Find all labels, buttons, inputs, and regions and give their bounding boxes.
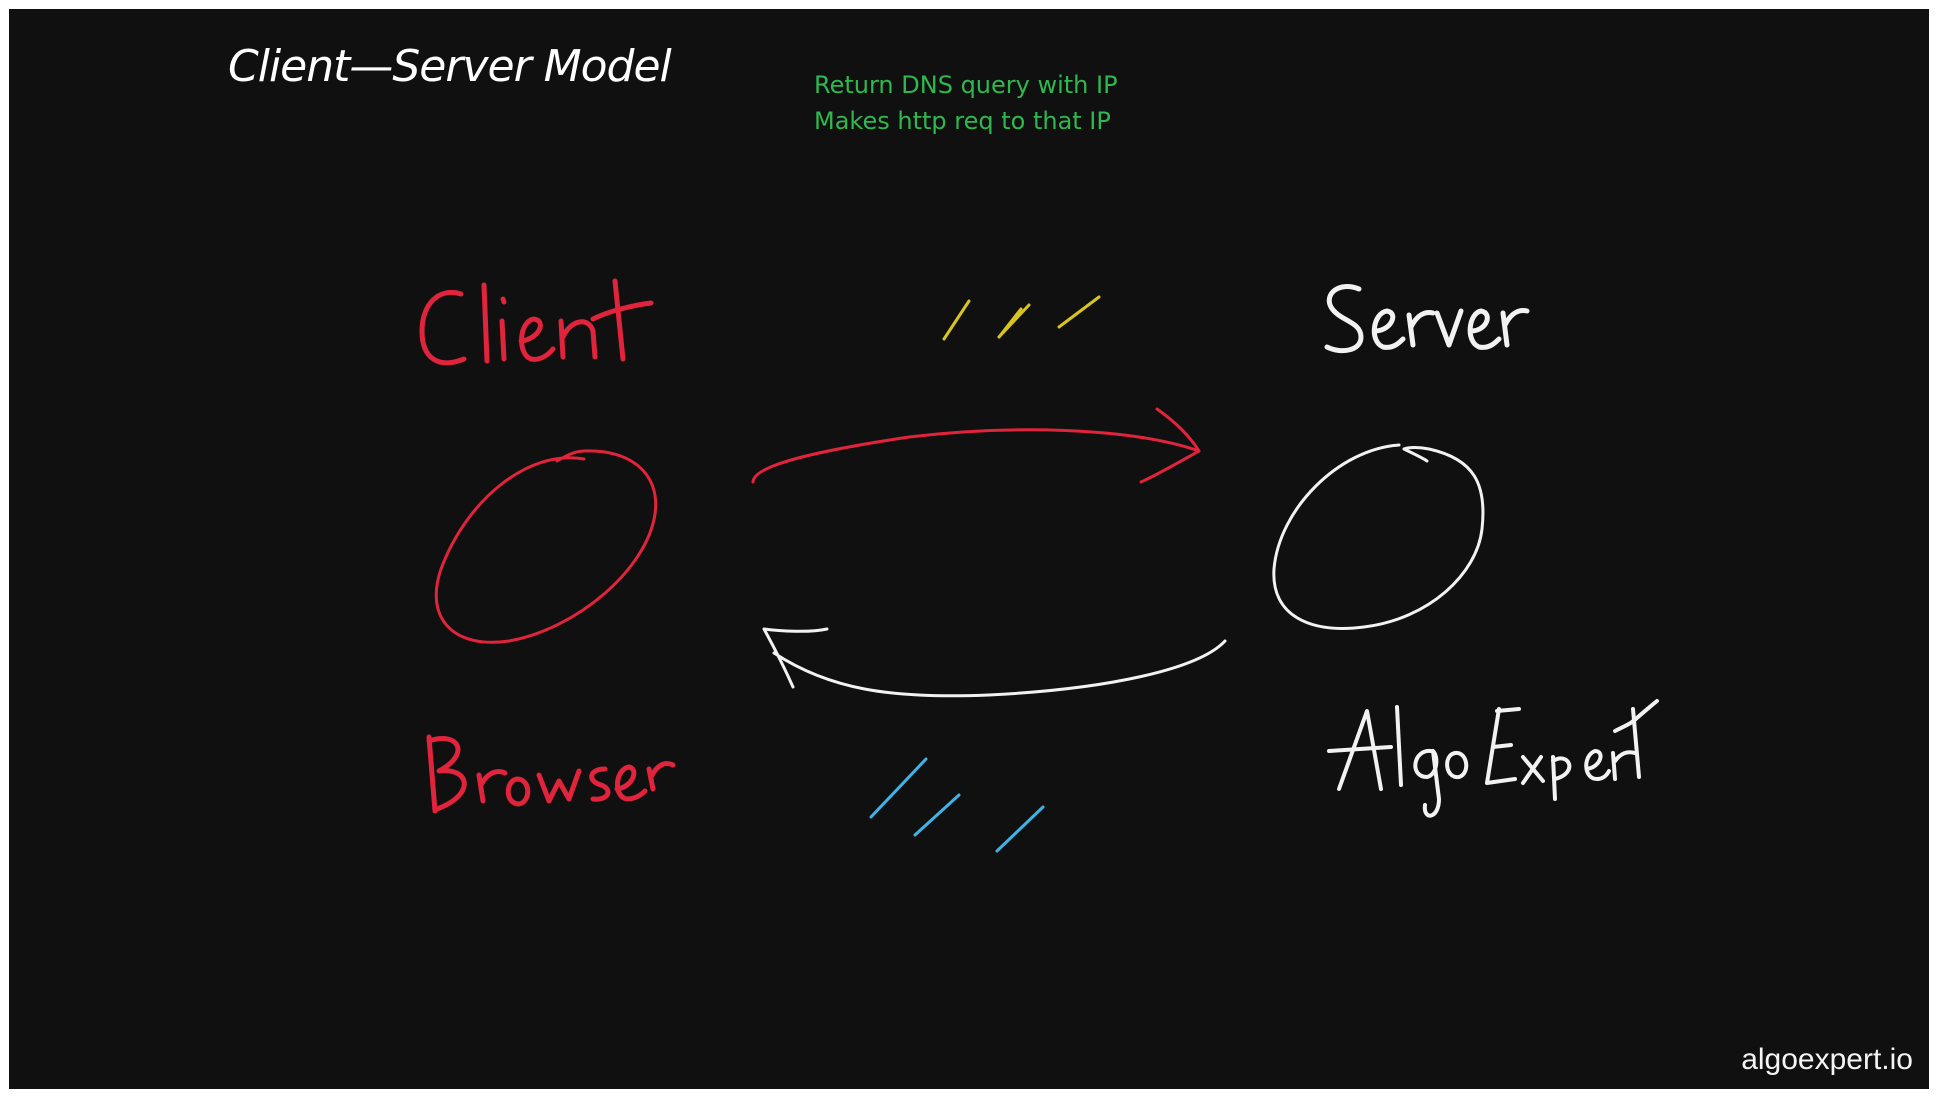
page-title: Client—Server Model (228, 41, 672, 92)
request-tick-marks (942, 295, 1101, 341)
diagram-canvas: Client—Server Model Return DNS query wit… (9, 9, 1929, 1089)
note-http-request: Makes http req to that IP (814, 107, 1111, 135)
request-arrow (751, 407, 1201, 484)
watermark-algoexpert: algoexpert.io (1741, 1043, 1913, 1076)
algoexpert-handwritten-label (1327, 699, 1659, 818)
note-dns-return: Return DNS query with IP (814, 71, 1118, 99)
response-tick-marks (869, 757, 1045, 853)
whiteboard-drawing (419, 278, 1659, 853)
client-handwritten-label (419, 278, 654, 366)
notes-block: Return DNS query with IP Makes http req … (814, 67, 1118, 139)
server-handwritten-label (1324, 284, 1530, 354)
response-arrow (762, 627, 1227, 698)
browser-handwritten-label (426, 734, 676, 814)
client-node-circle (434, 449, 658, 644)
server-node-circle (1272, 443, 1485, 630)
